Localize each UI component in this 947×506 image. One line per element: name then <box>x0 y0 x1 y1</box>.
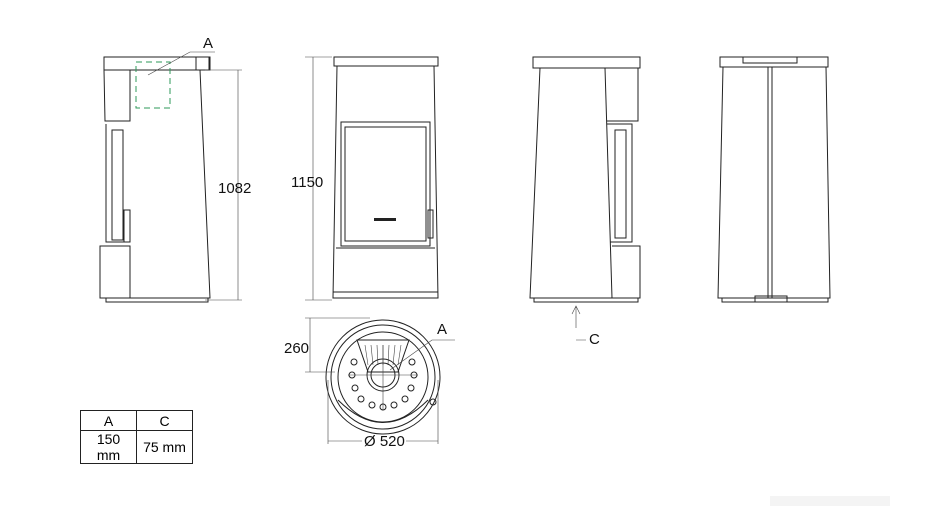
flue-outlet-marker <box>135 61 171 109</box>
header-c: C <box>136 410 193 431</box>
dimension-1082: 1082 <box>218 180 251 197</box>
top-view: A 260 Ø 520 <box>284 317 455 450</box>
rear-view <box>717 56 831 303</box>
value-a: 150 mm <box>80 430 137 464</box>
side-view-2: C <box>529 56 641 348</box>
header-a: A <box>80 410 137 431</box>
dimension-diameter: Ø 520 <box>364 433 405 450</box>
dimension-260: 260 <box>284 340 309 357</box>
faint-overlay <box>770 496 890 506</box>
front-view: 1150 <box>291 56 439 301</box>
label-a-side: A <box>203 35 213 52</box>
side-view: A 1082 <box>99 35 251 303</box>
dimension-1150: 1150 <box>291 174 323 191</box>
value-c: 75 mm <box>136 430 193 464</box>
label-c: C <box>589 331 600 348</box>
label-a-top: A <box>437 321 447 338</box>
